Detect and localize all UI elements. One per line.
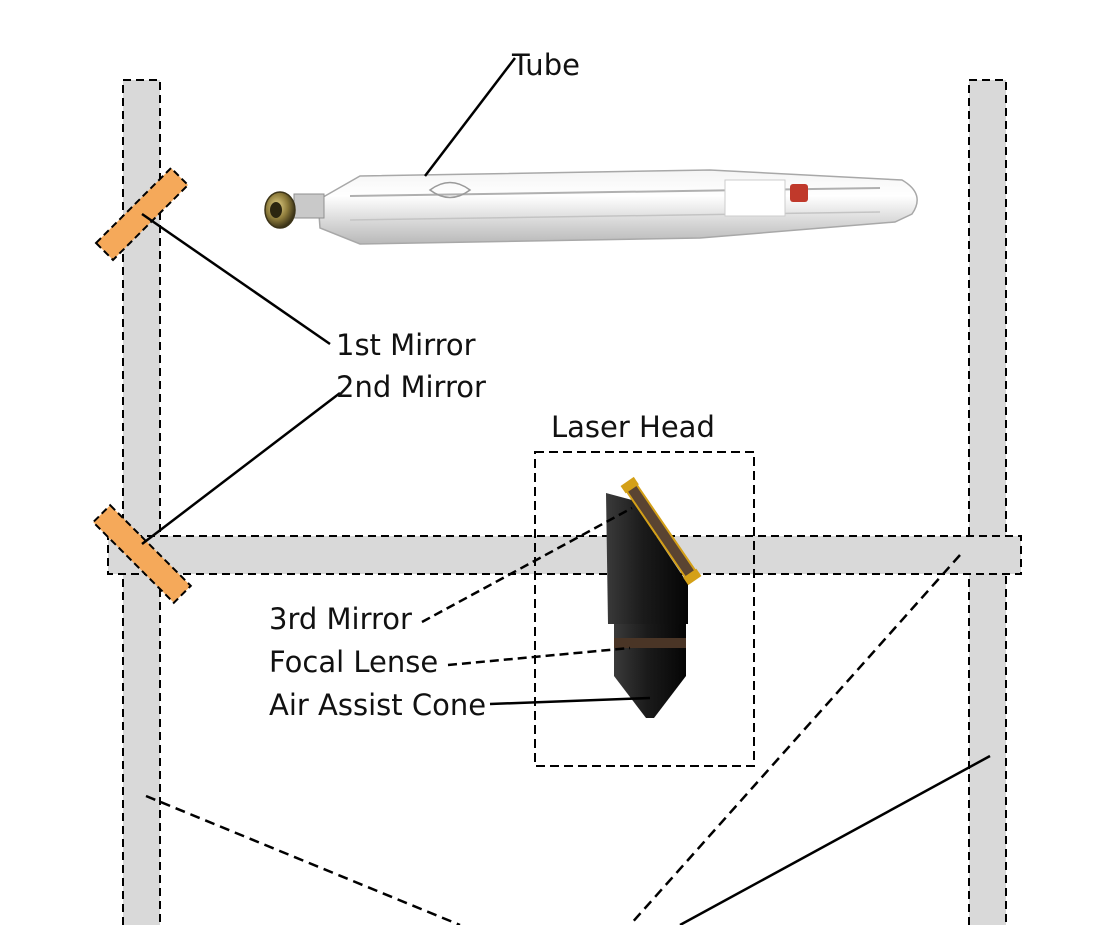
second-mirror-plate	[91, 503, 193, 605]
support-line-right	[679, 754, 991, 925]
laser-head	[606, 476, 702, 718]
cross-rail	[107, 535, 1022, 575]
third-mirror	[620, 476, 702, 586]
focal-lens-band	[614, 638, 686, 648]
second-mirror	[91, 503, 193, 605]
beam-line-diagonal	[629, 554, 961, 925]
label-air-assist-cone: Air Assist Cone	[269, 688, 486, 722]
laser-tube	[264, 169, 918, 245]
beam-line-left	[145, 794, 461, 925]
leader-second-mirror	[141, 392, 341, 545]
laser-head-body	[606, 493, 688, 624]
laser-head-lens-barrel	[614, 624, 686, 676]
label-tube: Tube	[511, 48, 580, 82]
label-laser-head: Laser Head	[551, 410, 715, 444]
label-focal-lense: Focal Lense	[269, 645, 438, 679]
air-assist-cone-shape	[614, 676, 686, 718]
leader-first-mirror	[141, 212, 331, 346]
tube-neck	[293, 193, 325, 219]
label-first-mirror: 1st Mirror	[336, 328, 476, 362]
label-third-mirror: 3rd Mirror	[269, 602, 412, 636]
label-second-mirror: 2nd Mirror	[336, 370, 486, 404]
leader-focal-lense	[447, 646, 631, 667]
beam-path	[145, 554, 991, 925]
leader-air-assist-cone	[489, 696, 651, 706]
right-rail	[968, 79, 1007, 925]
tube-glass	[317, 169, 918, 245]
leader-lines	[141, 57, 651, 706]
leader-tube	[424, 57, 516, 177]
leader-third-mirror	[421, 506, 633, 624]
tube-label-sticker	[724, 179, 786, 217]
